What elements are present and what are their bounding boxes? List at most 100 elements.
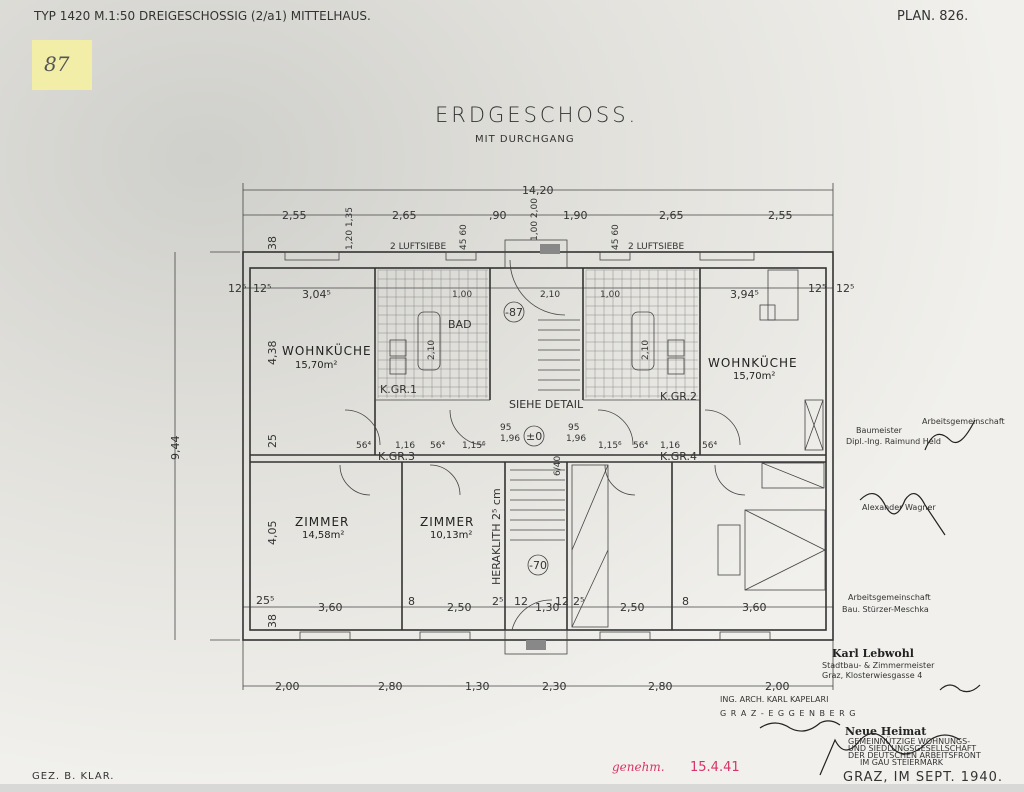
bath-label: BAD — [448, 318, 472, 331]
svg-text:Karl Lebwohl: Karl Lebwohl — [832, 647, 914, 660]
svg-text:3,60: 3,60 — [318, 601, 343, 614]
svg-text:Graz, Klosterwiesgasse 4: Graz, Klosterwiesgasse 4 — [822, 671, 922, 680]
level-mark: -70 — [529, 559, 547, 572]
doors — [339, 259, 746, 631]
bathroom-tiles — [377, 269, 698, 398]
dim-bottom: 2,00 — [765, 680, 790, 693]
dim-misc: 2,10 — [641, 340, 651, 360]
room-name: ZIMMER — [420, 515, 474, 529]
closet-label: K.GR.4 — [660, 450, 697, 463]
closet-label: K.GR.1 — [380, 383, 417, 396]
signatures — [759, 419, 981, 776]
dim-left: 4,38 — [266, 341, 279, 366]
dim-left: 25 — [266, 434, 279, 448]
svg-text:2⁵: 2⁵ — [573, 595, 584, 608]
dim-misc: 1,00 — [600, 290, 620, 300]
dim-misc: 56⁴ — [702, 441, 717, 451]
dim-misc: 6/40 — [553, 456, 563, 476]
room-area: 15,70m² — [295, 360, 337, 371]
dim-bottom: 2,30 — [542, 680, 567, 693]
svg-text:3,60: 3,60 — [742, 601, 767, 614]
dim-misc: 95 — [568, 423, 579, 433]
dim-top: ,90 — [489, 209, 507, 222]
dim-top: 2,55 — [282, 209, 307, 222]
svg-text:Dipl.-Ing. Raimund Held: Dipl.-Ing. Raimund Held — [846, 437, 941, 446]
place-date: GRAZ, IM SEPT. 1940. — [843, 770, 1003, 785]
approval-date: 15.4.41 — [690, 760, 740, 775]
svg-text:G R A Z - E G G E N B E R G: G R A Z - E G G E N B E R G — [720, 709, 856, 718]
svg-text:IM GAU STEIERMARK: IM GAU STEIERMARK — [860, 758, 944, 767]
stamps: Baumeister Dipl.-Ing. Raimund Held Arbei… — [720, 417, 1005, 767]
svg-text:Alexander Wagner: Alexander Wagner — [862, 503, 936, 512]
luftsiebe-label: 2 LUFTSIEBE — [628, 242, 684, 252]
furniture — [389, 269, 826, 628]
dim-misc: 12⁵ — [253, 282, 271, 295]
svg-text:8: 8 — [408, 595, 415, 608]
dim-misc: 1,96 — [500, 434, 520, 444]
dim-misc: 1,15⁶ — [462, 441, 486, 451]
luftsiebe-label: 2 LUFTSIEBE — [390, 242, 446, 252]
walls — [242, 239, 834, 655]
room-name: WOHNKÜCHE — [282, 342, 372, 358]
dim-bottom: 1,30 — [465, 680, 490, 693]
dim-misc: 56⁴ — [430, 441, 445, 451]
dim-misc: 45 60 — [459, 224, 469, 250]
room-area: 10,13m² — [430, 530, 472, 541]
svg-text:Stadtbau- & Zimmermeister: Stadtbau- & Zimmermeister — [822, 661, 935, 670]
dim-misc: 12⁵ — [836, 282, 854, 295]
svg-text:Bau. Stürzer-Meschka: Bau. Stürzer-Meschka — [842, 605, 929, 614]
room-area: 15,70m² — [733, 371, 775, 382]
svg-text:2,50: 2,50 — [620, 601, 645, 614]
dim-inner: 3,94⁵ — [730, 288, 759, 301]
note-number: 87 — [44, 52, 70, 76]
dim-bottom: 2,80 — [648, 680, 673, 693]
dim-total-depth: 9,44 — [169, 436, 182, 461]
plan-number: PLAN. 826. — [897, 9, 968, 24]
level-mark: ±0 — [526, 430, 542, 443]
heraklith-label: HERAKLITH 2⁵ cm — [490, 488, 503, 585]
scan-edge — [0, 784, 1024, 792]
level-mark: -87 — [505, 306, 523, 319]
dim-inner-bottom: 3,60 8 2,50 2⁵ 12 1,30 12 2⁵ 2,50 8 3,60 — [318, 595, 767, 614]
dim-left: 4,05 — [266, 521, 279, 546]
dim-inner: 3,04⁵ — [302, 288, 331, 301]
dim-window: 1,20 1,35 — [345, 207, 355, 250]
dim-misc: 12⁵ — [808, 282, 826, 295]
svg-text:12: 12 — [555, 595, 569, 608]
plan-subtitle: MIT DURCHGANG — [475, 134, 575, 145]
dim-top: 2,65 — [659, 209, 684, 222]
dim-misc: 45 60 — [611, 224, 621, 250]
room-name: ZIMMER — [295, 515, 349, 529]
sticky-note — [32, 40, 92, 90]
dim-misc: 95 — [500, 423, 511, 433]
svg-text:Baumeister: Baumeister — [856, 426, 903, 435]
dim-misc: 2,10 — [540, 290, 560, 300]
svg-text:8: 8 — [682, 595, 689, 608]
svg-text:12: 12 — [514, 595, 528, 608]
svg-text:1,30: 1,30 — [535, 601, 560, 614]
svg-text:Neue Heimat: Neue Heimat — [845, 725, 927, 738]
dim-top: 1,90 — [563, 209, 588, 222]
drawn-by: GEZ. B. KLAR. — [32, 771, 114, 782]
dim-left: 38 — [266, 236, 279, 250]
svg-text:DER DEUTSCHEN ARBEITSFRONT: DER DEUTSCHEN ARBEITSFRONT — [848, 751, 981, 760]
dim-total-width: 14,20 — [522, 184, 554, 197]
type-line: TYP 1420 M.1:50 DREIGESCHOSSIG (2/a1) MI… — [33, 9, 371, 23]
dim-misc: 1,00 — [452, 290, 472, 300]
svg-text:Arbeitsgemeinschaft: Arbeitsgemeinschaft — [848, 593, 931, 602]
dim-misc: 25⁵ — [256, 594, 274, 607]
dim-misc: 1,16 — [660, 441, 680, 451]
dim-misc: 12⁵ — [228, 282, 246, 295]
svg-text:UND SIEDLUNGSGESELLSCHAFT: UND SIEDLUNGSGESELLSCHAFT — [848, 744, 976, 753]
dim-left: 38 — [266, 614, 279, 628]
closet-label: K.GR.2 — [660, 390, 697, 403]
closet-label: K.GR.3 — [378, 450, 415, 463]
room-area: 14,58m² — [302, 530, 344, 541]
dim-misc: 1,96 — [566, 434, 586, 444]
siehe-detail-label: SIEHE DETAIL — [509, 398, 584, 411]
plan-title: ERDGESCHOSS. — [435, 103, 638, 127]
dim-top: 2,65 — [392, 209, 417, 222]
svg-text:ING. ARCH. KARL KAPELARI: ING. ARCH. KARL KAPELARI — [720, 695, 828, 704]
dim-misc: 56⁴ — [356, 441, 371, 451]
